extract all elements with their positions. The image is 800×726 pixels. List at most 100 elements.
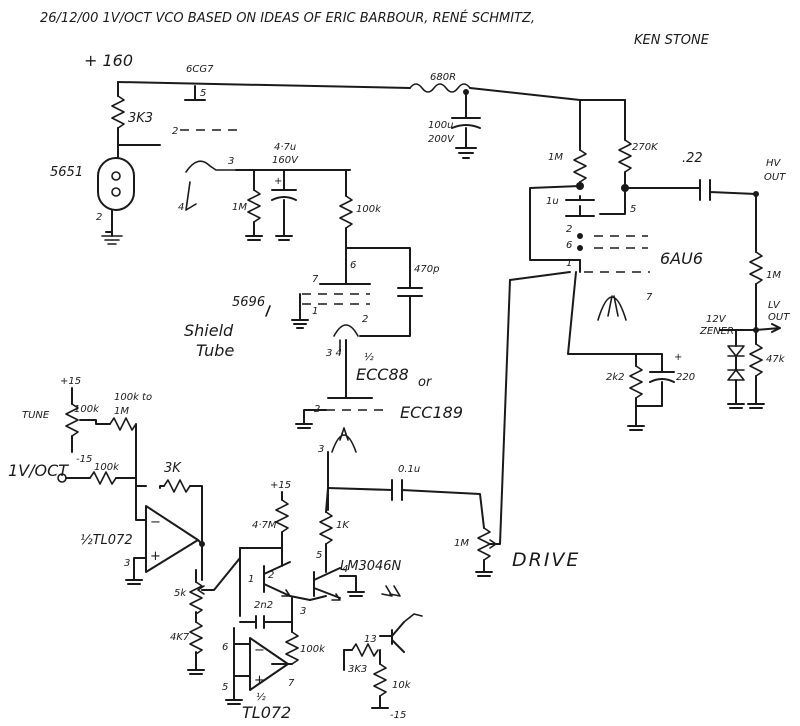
input-label: 1V/OCT <box>8 461 69 480</box>
pin4-label: 4 <box>178 202 184 213</box>
op2-pin7: 7 <box>288 678 295 689</box>
tube-ecc88: ½ ECC88 or ECC189 2 3 <box>295 339 463 511</box>
ecc189-label: ECC189 <box>400 403 463 422</box>
pin3-ecc-label: 3 <box>318 444 324 455</box>
op1-minus: − <box>150 515 161 530</box>
r-680r-label: 680R <box>430 72 456 83</box>
pin1-lm-label: 1 <box>248 574 254 585</box>
pin2-label: 2 <box>362 314 368 325</box>
title-line-2: KEN STONE <box>634 33 710 48</box>
zener-label-2: ZENER <box>699 326 734 337</box>
pin6-label: 6 <box>350 260 356 271</box>
r-100k-to-label: 100k to <box>114 392 152 403</box>
op1-pin3: 3 <box>124 558 130 569</box>
c-220-label: 220 <box>676 372 695 383</box>
cap-0u1-drive: 0.1u 1M DRIVE <box>327 279 578 577</box>
pin13-label: 13 <box>364 634 377 645</box>
tune-section: +15 -15 TUNE 100k 100k to 1M <box>22 376 152 487</box>
r-3k-fb-label: 3K <box>164 461 182 476</box>
r-3k3-top-label: 3K3 <box>128 111 153 126</box>
op2-pin5: 5 <box>222 682 228 693</box>
lv-out-label-2: OUT <box>768 312 790 323</box>
hv-out-label-2: OUT <box>764 172 786 183</box>
pin3-label: 3 <box>228 156 234 167</box>
r-100k-lm-label: 100k <box>300 644 326 655</box>
pin5-lm-label: 5 <box>316 550 322 561</box>
tube-6au6-label: 6AU6 <box>660 249 703 268</box>
tune-label: TUNE <box>22 410 50 421</box>
pot-5k-label: 5k <box>174 588 187 599</box>
pin2-6au6-label: 2 <box>566 224 572 235</box>
c-200v-label: 200V <box>428 134 455 145</box>
pin1-6au6-label: 1u <box>546 196 559 207</box>
pin3-lm-label: 3 <box>300 606 306 617</box>
cap-100u: 100u 200V <box>428 91 481 159</box>
r-1m-grid-label: 1M <box>232 202 247 213</box>
r-100k-tune-label: 100k <box>74 404 100 415</box>
opamp2-half: ½ <box>256 691 266 703</box>
r-3k3-low-label: 3K3 <box>348 664 367 675</box>
pin2-6cg7-label: 2 <box>172 126 178 137</box>
pin34-label: 3 4 <box>326 348 342 359</box>
r-4k7-mid-label: 4·7M <box>252 520 277 531</box>
pin1b-6au6-label: 1 <box>566 258 572 269</box>
r-270k-label: 270K <box>632 142 659 153</box>
r-1m-top-label: 1M <box>548 152 563 163</box>
r-1m-tune-label: 1M <box>114 406 129 417</box>
tube-6cg7-label: 6CG7 <box>186 64 214 75</box>
c-0u1-label: 0.1u <box>398 464 420 475</box>
c-100u-label: 100u <box>428 120 453 131</box>
minus15-low-label: -15 <box>390 710 406 721</box>
r-1m-hv-label: 1M <box>766 270 781 281</box>
r-1k-label: 1K <box>336 520 350 531</box>
ecc88-half-label: ½ <box>364 351 374 363</box>
pin7-6au6-label: 7 <box>646 292 653 303</box>
supply-label: + 160 <box>84 51 133 70</box>
pin-label: 5 <box>200 88 206 99</box>
pin5-6au6-label: 5 <box>630 204 636 215</box>
c-2n2-label: 2n2 <box>254 600 273 611</box>
opamp2-label: TL072 <box>242 703 291 722</box>
tube-6au6-section: 1M 270K .22 HV OUT 1u 5 2 6 1 6AU6 7 2k2 <box>509 99 786 431</box>
zener-label-1: 12V <box>706 314 727 325</box>
opamp1-label: ½TL072 <box>80 533 133 548</box>
input-stage: 1V/OCT 100k 3K <box>8 461 203 545</box>
op2-plus: + <box>254 673 265 688</box>
r-10k-label: 10k <box>392 680 412 691</box>
r-100k-in-label: 100k <box>94 462 120 473</box>
lv-out-label-1: LV <box>768 300 781 311</box>
tube-5696: 6 7 1 2 3 4 5696 Shield Tube <box>184 247 371 360</box>
cap-plus-label: + <box>274 176 282 187</box>
pin4-lm-label: 4 <box>342 564 348 575</box>
r-2k2-label: 2k2 <box>606 372 625 383</box>
opamp-1: − + 3 ½TL072 <box>80 505 205 585</box>
supply-rail: + 160 6CG7 680R <box>84 51 626 101</box>
r-4k7-low-label: 4K7 <box>170 632 190 643</box>
lv-out-network: 1M LV OUT 12V ZENER 47k <box>699 193 790 409</box>
opamp-2: 6 5 7 − + ½ TL072 <box>222 627 295 722</box>
pin7-label: 7 <box>312 274 319 285</box>
c-470p-label: 470p <box>414 264 439 275</box>
lm3046-array: +15 4·7M 1 2 3 5 4 LM3046N 2n2 100k <box>239 480 402 665</box>
shield-label-1: Shield <box>184 321 234 340</box>
hv-out-label-1: HV <box>766 158 782 169</box>
op2-pin6: 6 <box>222 642 228 653</box>
drive-pot-label: 1M <box>454 538 469 549</box>
pot-5k: 5k 4K7 <box>170 549 241 675</box>
tune-plus15: +15 <box>60 376 81 387</box>
or-label: or <box>418 375 433 390</box>
r-100k-plate: 100k 470p <box>339 169 439 337</box>
lm3046-label: LM3046N <box>340 559 402 574</box>
op2-minus: − <box>254 643 265 658</box>
cap-220-plus: + <box>674 352 682 363</box>
pin6-6au6-label: 6 <box>566 240 572 251</box>
pin2-lm-label: 2 <box>268 570 274 581</box>
r-3k3-top: 3K3 <box>111 81 153 149</box>
op1-plus: + <box>150 549 161 564</box>
grid-network-6cg7: 3 4 1M + 4·7u 160V <box>178 142 351 241</box>
shield-label-2: Tube <box>196 341 234 360</box>
title-line-1: 26/12/00 1V/OCT VCO BASED ON IDEAS OF ER… <box>40 10 535 26</box>
ecc88-label: ECC88 <box>356 365 409 384</box>
r-100k-label: 100k <box>356 204 382 215</box>
